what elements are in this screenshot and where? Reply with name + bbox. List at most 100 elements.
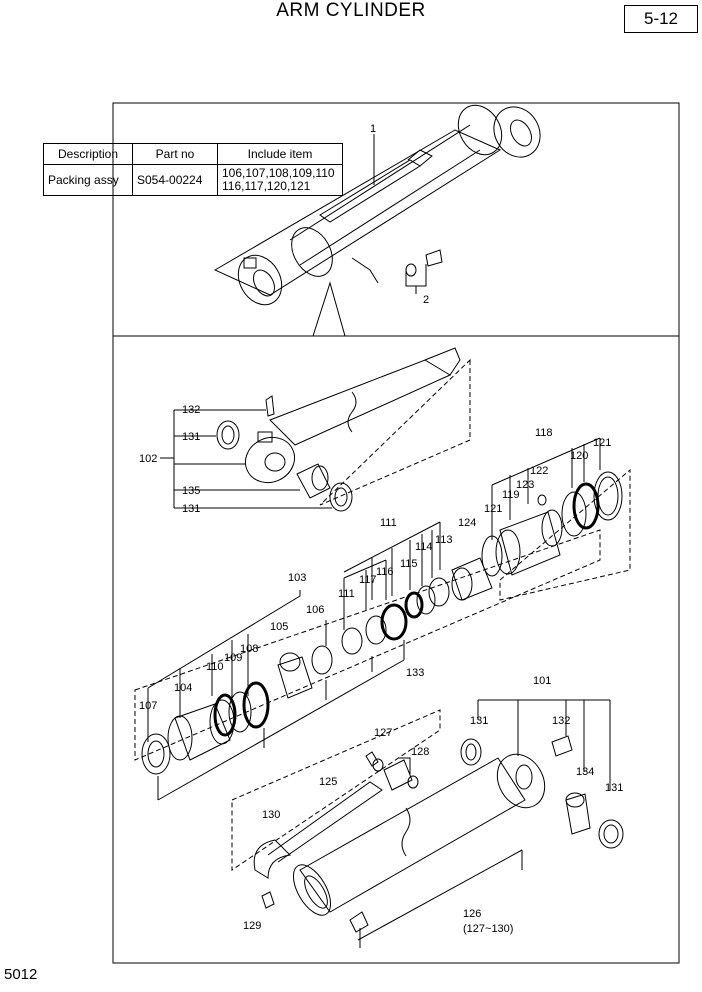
callout: 111 (338, 588, 355, 600)
tube-port (349, 911, 369, 933)
pipe-bend-130 (253, 839, 292, 879)
callout: 117 (359, 574, 377, 586)
rod-grease-fitting (243, 257, 257, 269)
callout: 122 (530, 465, 548, 477)
dust-seal-131-d (598, 819, 624, 849)
pipe-flange (383, 759, 413, 791)
callout-labels: 1 2 132 131 102 135 131 118 121 120 122 … (139, 123, 623, 935)
table-row: Packing assy S054-00224 106,107,108,109,… (43, 164, 343, 196)
callout: 130 (262, 809, 280, 821)
callout: 115 (400, 558, 418, 570)
oring-116 (380, 603, 408, 641)
tube-eye (496, 753, 546, 809)
oring-109 (228, 691, 252, 733)
callout: 128 (411, 746, 429, 758)
callout: 125 (319, 776, 337, 788)
seal-120 (561, 491, 587, 537)
rod-eye-bore-102 (264, 452, 286, 472)
elbow-2 (425, 249, 443, 267)
tube-gland-end (291, 227, 333, 277)
ring-117 (365, 615, 387, 645)
oring-108 (242, 681, 270, 729)
piston-rod (269, 359, 452, 446)
tube-port-line (351, 257, 379, 284)
outer-frame (112, 102, 680, 964)
table-header-row: Description Part no Include item (43, 143, 343, 165)
grease-nipple-132-b (551, 735, 573, 757)
tube-open-end (292, 864, 332, 916)
oring-128-b (407, 775, 419, 789)
dust-seal-131-b (329, 482, 353, 512)
callout: 105 (270, 621, 288, 633)
rod-boss (257, 431, 273, 443)
callout: 132 (182, 404, 200, 416)
group-103-outline (134, 529, 601, 761)
tube-pipe (319, 159, 421, 223)
dust-seal-131 (216, 420, 240, 450)
rod-cover-assembly (134, 529, 601, 801)
callout: 106 (306, 604, 324, 616)
rod-eye (237, 254, 283, 306)
callout: 107 (139, 700, 157, 712)
callout: 133 (406, 667, 424, 679)
callout: 131 (182, 503, 200, 515)
callout: (127~130) (463, 923, 513, 935)
callout: 119 (502, 489, 520, 501)
pipe-125 (267, 781, 383, 863)
callout: 102 (139, 453, 157, 465)
piston-assembly (343, 437, 631, 619)
include-line-1: 106,107,108,109,110 (222, 166, 335, 180)
cell-part-no: S054-00224 (132, 164, 218, 196)
bushing-134 (565, 793, 591, 835)
callout: 121 (484, 503, 502, 515)
ring-113 (428, 577, 450, 607)
tube-101 (299, 757, 526, 913)
bushing-105 (277, 656, 313, 699)
backup-ring-110 (213, 693, 237, 737)
callout: 113 (435, 534, 453, 546)
bolt-129 (261, 891, 275, 909)
bolt-127 (365, 751, 379, 767)
wear-ring-121 (481, 535, 503, 577)
ring-114 (416, 585, 436, 615)
ring-111 (341, 627, 363, 655)
callout: 134 (576, 766, 594, 778)
callout: 101 (533, 675, 551, 687)
callout: 1 (370, 123, 376, 135)
piston-119 (499, 511, 561, 576)
callout: 116 (376, 566, 394, 578)
rod-thread (424, 347, 461, 376)
cylinder-tube (213, 129, 502, 296)
bushing-135 (296, 463, 331, 499)
callout: 126 (463, 908, 481, 920)
tube-pipe-block (407, 149, 433, 167)
cushion-ring-124 (451, 557, 493, 601)
include-line-2: 116,117,120,121 (222, 179, 311, 193)
callout: 131 (470, 715, 488, 727)
callout: 108 (240, 643, 258, 655)
callout: 103 (288, 572, 306, 584)
packing-assy-table: Description Part no Include item Packing… (43, 143, 343, 196)
page-number-box: 5-12 (624, 5, 698, 33)
cell-include-item: 106,107,108,109,110 116,117,120,121 (217, 164, 343, 196)
dust-seal-131-c (460, 738, 482, 766)
tube-head-end (457, 104, 503, 156)
cylinder-body-lines (289, 124, 481, 266)
callout: 131 (605, 782, 623, 794)
cell-description: Packing assy (43, 164, 133, 196)
assembled-arm-cylinder (213, 104, 541, 306)
callout: 127 (374, 727, 392, 739)
leader-126 (357, 849, 523, 941)
break-mark (347, 391, 357, 433)
head-eye-bore (510, 119, 532, 147)
ring-115 (404, 591, 424, 619)
rod-eye-102 (245, 436, 295, 484)
callout: 109 (224, 652, 242, 664)
footer-code: 5012 (4, 966, 38, 983)
ring-106 (311, 645, 333, 675)
callout: 131 (182, 431, 200, 443)
piston-rod-assembly (160, 347, 471, 512)
callout: 118 (535, 427, 553, 439)
oring-2 (405, 263, 417, 277)
